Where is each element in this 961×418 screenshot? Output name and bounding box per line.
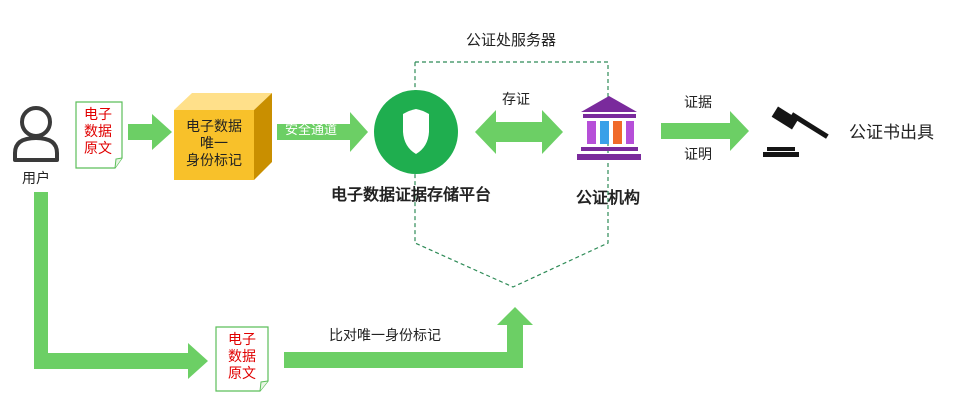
arrow-to-gavel (661, 111, 749, 151)
doc-top-line3: 原文 (84, 141, 112, 157)
doc-bottom-line3: 原文 (228, 366, 256, 382)
institution-icon (577, 96, 641, 160)
user-label: 用户 (22, 171, 50, 187)
arrow-compare-to-server (284, 307, 533, 368)
secure-channel-label: 安全通道 (285, 123, 338, 138)
arrow-user-to-doc-bottom (34, 192, 208, 379)
proof-label: 证明 (684, 147, 712, 163)
cube-line1: 电子数据 (186, 119, 242, 135)
gavel-icon (763, 106, 829, 157)
store-label: 存证 (502, 92, 530, 108)
server-boundary (414, 61, 609, 288)
user-icon (13, 106, 59, 162)
arrow-doc-to-cube (128, 114, 172, 150)
notary-label: 公证机构 (576, 188, 641, 207)
doc-bottom-line2: 数据 (228, 349, 256, 365)
arrow-store-bidirectional (475, 110, 563, 154)
doc-top-line1: 电子 (84, 107, 112, 123)
cube-line2: 唯一 (200, 136, 228, 152)
output-label: 公证书出具 (849, 123, 934, 143)
doc-bottom-line1: 电子 (228, 332, 256, 348)
server-title: 公证处服务器 (466, 31, 557, 49)
arrow-secure-channel (277, 112, 368, 152)
cube-line3: 身份标记 (186, 153, 242, 169)
evidence-label: 证据 (684, 95, 712, 111)
cube-icon (174, 93, 272, 180)
shield-icon (374, 90, 458, 174)
doc-top-line2: 数据 (84, 124, 112, 140)
platform-label: 电子数据证据存储平台 (331, 185, 492, 204)
compare-label: 比对唯一身份标记 (329, 328, 441, 344)
